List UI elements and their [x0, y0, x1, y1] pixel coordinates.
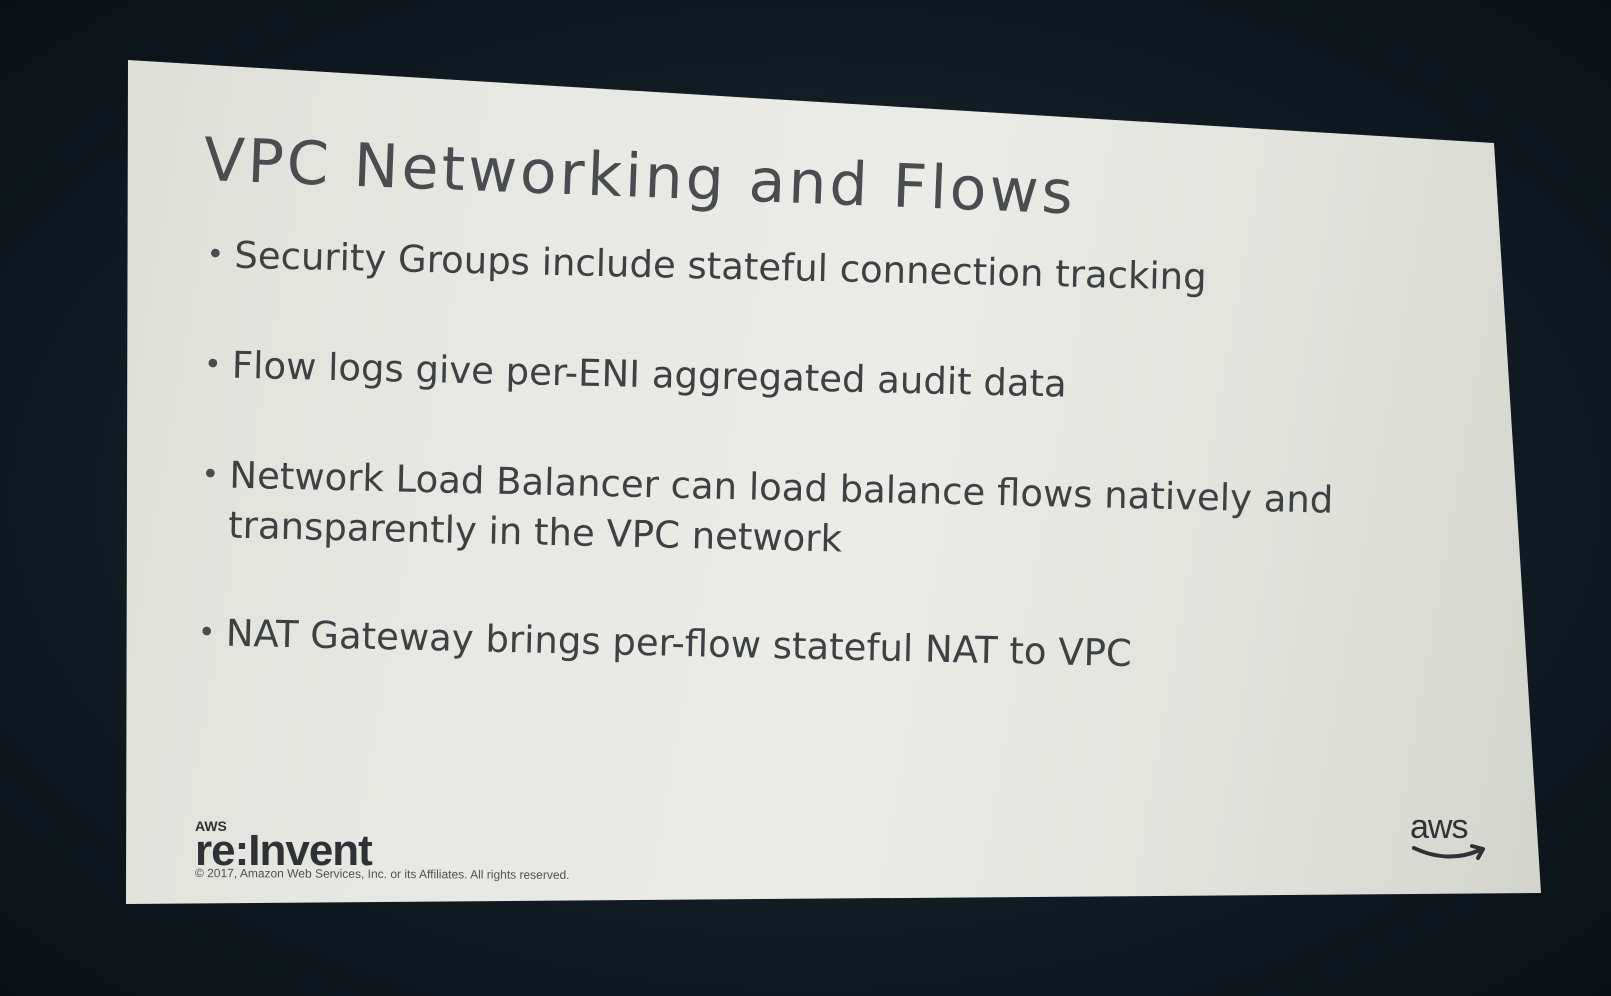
- bullet-item: • Security Groups include stateful conne…: [204, 230, 1207, 303]
- bullet-dot: •: [197, 614, 216, 651]
- reinvent-logo-aws: AWS: [195, 818, 227, 834]
- bullet-dot: •: [206, 237, 225, 273]
- bullet-text: Security Groups include stateful connect…: [233, 233, 1208, 299]
- bullet-text: NAT Gateway brings per-flow stateful NAT…: [225, 611, 1133, 676]
- slide-title: VPC Networking and Flows: [202, 125, 1078, 229]
- bullet-item: • NAT Gateway brings per-flow stateful N…: [195, 608, 1132, 679]
- bullet-item: • Network Load Balancer can load balance…: [198, 450, 1334, 576]
- reinvent-logo-text: re:Invent: [195, 826, 373, 875]
- bullet-text-continued: transparently in the VPC network: [227, 503, 843, 561]
- bullet-dot: •: [201, 456, 220, 493]
- aws-logo-text: aws: [1410, 808, 1468, 846]
- bullet-dot: •: [203, 347, 223, 383]
- copyright-notice: © 2017, Amazon Web Services, Inc. or its…: [194, 866, 570, 882]
- aws-logo: aws: [1410, 808, 1490, 868]
- bullet-text: Flow logs give per-ENI aggregated audit …: [231, 343, 1068, 406]
- bullet-item: • Flow logs give per-ENI aggregated audi…: [201, 340, 1068, 410]
- aws-smile-icon: [1412, 844, 1485, 860]
